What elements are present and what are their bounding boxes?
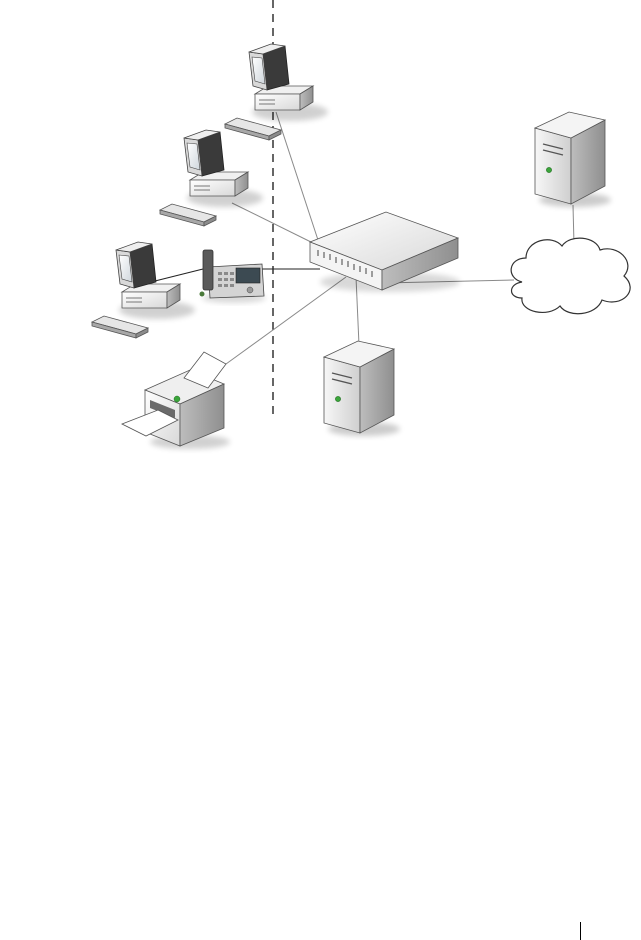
desktop-computer-icon — [160, 130, 263, 226]
tower-server-icon — [535, 112, 611, 207]
ip-phone-icon — [200, 250, 267, 303]
tower-server-icon — [324, 341, 400, 436]
page-margin-rule — [580, 922, 581, 940]
link-pc-top-switch — [276, 112, 318, 240]
printer-icon — [122, 352, 230, 449]
link-pc-left-phone — [155, 269, 203, 281]
desktop-computer-icon — [225, 44, 328, 140]
cloud-icon — [511, 238, 630, 314]
network-switch-icon — [310, 212, 460, 292]
link-pc-middle-switch — [232, 203, 315, 244]
desktop-computer-icon — [92, 242, 195, 338]
